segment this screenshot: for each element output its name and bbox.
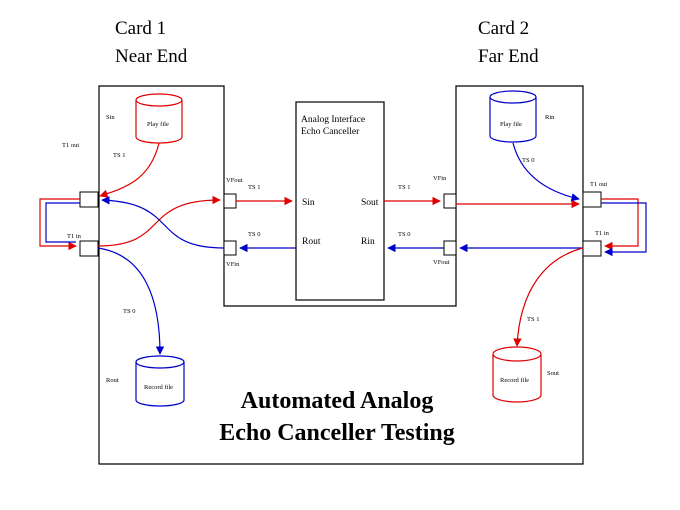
right-vfout-label: VFout [433,259,450,266]
left-vfout-port [223,193,237,209]
right-t1in-to-record-curve [513,247,584,347]
center-rin-label: Rin [361,237,375,247]
left-vfin-label: VFin [226,261,240,268]
left-record-file-cylinder [135,355,185,407]
left-play-file-label: Play file [147,121,169,128]
center-sin-label: Sin [302,198,315,208]
card2-subtitle: Far End [478,46,539,67]
right-vfin-label: VFin [433,175,447,182]
right-loop-red [601,198,639,251]
left-vfout-label: VFout [226,177,243,184]
left-t1out-port [79,191,99,208]
left-loop-red [39,198,80,251]
right-record-file-label: Record file [500,377,529,384]
right-rin-label: Rin [545,114,555,121]
right-play-to-t1out-curve [512,142,580,202]
left-ts0-label: TS 0 [123,308,135,315]
left-ts1-label: TS 1 [113,152,125,159]
center-sout-label: Sout [361,198,379,208]
left-record-file-label: Record file [144,384,173,391]
left-sin-ts1-curve [99,142,160,198]
right-t1out-port [582,191,602,208]
diagram-title-line2: Echo Canceller Testing [219,420,455,446]
left-sin-label: Sin [106,114,115,121]
left-vfin-port [223,240,237,256]
card2-title: Card 2 [478,18,529,39]
right-play-file-cylinder [489,90,537,143]
right-t1in-port [582,240,602,257]
diagram-title-line1: Automated Analog [241,388,434,414]
left-loop-blue [45,202,80,243]
left-mid-ts1-label: TS 1 [248,184,260,191]
right-sout-label: Sout [547,370,559,377]
right-play-file-label: Play file [500,121,522,128]
center-box-title-1: Analog Interface [301,114,365,125]
left-t1out-label: T1 out [62,142,79,149]
right-t1out-label: T1 out [590,181,607,188]
right-t1in-label: T1 in [595,230,610,237]
right-vfin-port [443,193,457,209]
right-mid-ts0-label: TS 0 [398,231,410,238]
right-loop-blue [601,202,647,257]
right-record-file-cylinder [492,346,542,403]
echo-canceller-box [295,101,385,301]
left-vfin-to-t1out-curve [101,196,225,249]
card-frame [98,85,584,465]
card1-title: Card 1 [115,18,166,39]
left-mid-ts0-label: TS 0 [248,231,260,238]
card1-subtitle: Near End [115,46,188,67]
right-ts0-label: TS 0 [522,157,534,164]
left-play-file-cylinder [135,93,183,144]
center-rout-label: Rout [302,237,321,247]
center-box-title-2: Echo Canceller [301,127,360,137]
left-t1in-label: T1 in [67,233,82,240]
right-ts1-label: TS 1 [527,316,539,323]
left-t1in-port [79,240,99,257]
left-t1in-to-record-curve [97,247,165,355]
left-t1in-to-vfout-curve [97,195,221,247]
left-rout-label: Rout [106,377,119,384]
right-mid-ts1-label: TS 1 [398,184,410,191]
right-vfout-port [443,240,457,256]
